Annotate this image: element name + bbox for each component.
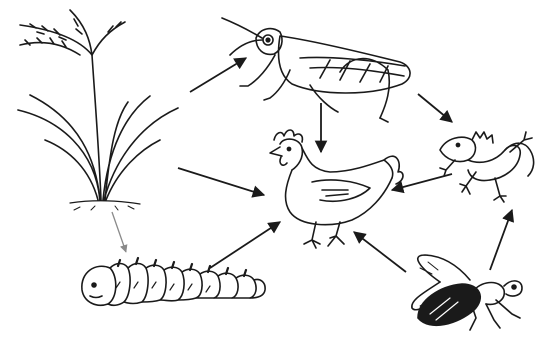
fly-icon: [412, 255, 522, 330]
arrow-rice-to-chicken: [178, 168, 264, 195]
rice-plant-icon: [18, 10, 178, 210]
chicken-icon: [270, 130, 403, 248]
arrow-rice-to-caterpillar: [112, 212, 126, 252]
grasshopper-icon: [222, 18, 410, 122]
arrow-lizard-to-chicken: [392, 174, 452, 190]
caterpillar-icon: [82, 258, 265, 305]
arrow-fly-to-chicken: [354, 232, 406, 272]
arrow-rice-to-grasshopper: [190, 58, 246, 92]
arrow-fly-to-lizard: [490, 210, 512, 270]
arrow-grasshopper-to-lizard: [418, 94, 452, 122]
arrow-caterpillar-to-chicken: [210, 222, 280, 268]
lizard-icon: [440, 132, 534, 202]
